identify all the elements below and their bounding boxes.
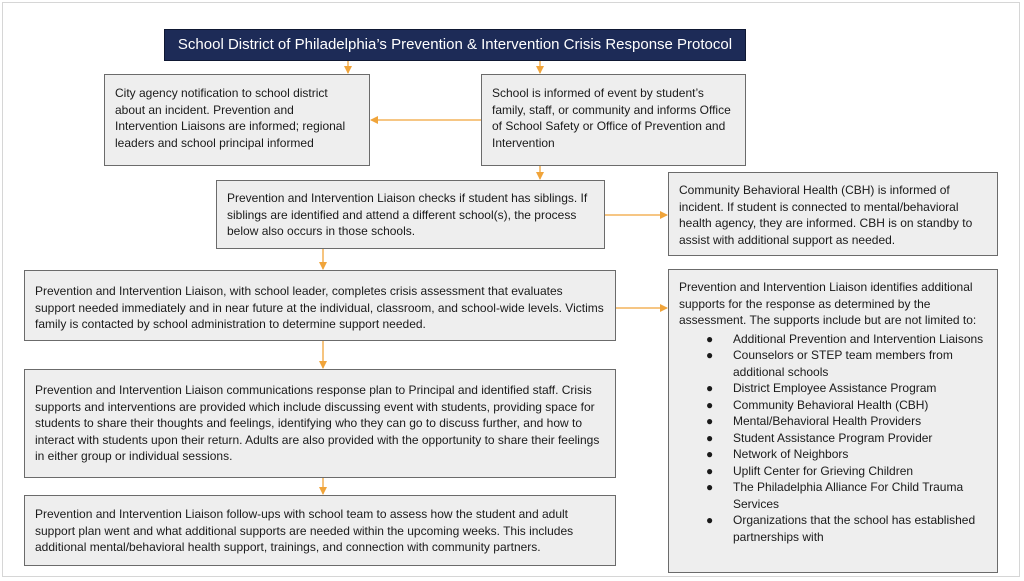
city-notification-text: City agency notification to school distr… bbox=[115, 86, 346, 150]
bullet-icon: ● bbox=[706, 397, 714, 412]
bullet-icon: ● bbox=[706, 414, 714, 428]
bullet-icon: ● bbox=[706, 513, 714, 527]
bullet-icon: ● bbox=[706, 331, 714, 346]
diagram-title: School District of Philadelphia’s Preven… bbox=[164, 29, 746, 61]
response-plan-text: Prevention and Intervention Liaison comm… bbox=[35, 383, 600, 463]
support-item: ●The Philadelphia Alliance For Child Tra… bbox=[706, 480, 964, 511]
school-informed-box: School is informed of event by student’s… bbox=[481, 74, 746, 166]
bullet-icon: ● bbox=[706, 447, 714, 461]
support-item: ●District Employee Assistance Program bbox=[706, 381, 937, 395]
support-item: ●Uplift Center for Grieving Children bbox=[706, 463, 914, 478]
cbh-informed-text: Community Behavioral Health (CBH) is inf… bbox=[679, 183, 973, 247]
support-item: ●Additional Prevention and Intervention … bbox=[706, 331, 984, 346]
sibling-check-text: Prevention and Intervention Liaison chec… bbox=[227, 191, 588, 238]
cbh-informed-box: Community Behavioral Health (CBH) is inf… bbox=[668, 172, 998, 256]
support-item: ●Mental/Behavioral Health Providers bbox=[706, 414, 922, 428]
crisis-assessment-text: Prevention and Intervention Liaison, wit… bbox=[35, 284, 604, 331]
support-item: ●Student Assistance Program Provider bbox=[706, 430, 933, 445]
crisis-assessment-box: Prevention and Intervention Liaison, wit… bbox=[24, 270, 616, 341]
school-informed-text: School is informed of event by student’s… bbox=[492, 86, 731, 150]
city-notification-box: City agency notification to school distr… bbox=[104, 74, 370, 166]
support-item: ●Organizations that the school has estab… bbox=[706, 513, 976, 544]
bullet-icon: ● bbox=[706, 480, 714, 494]
bullet-icon: ● bbox=[706, 348, 714, 362]
supports-list: ●Additional Prevention and Intervention … bbox=[679, 331, 987, 546]
bullet-icon: ● bbox=[706, 381, 714, 395]
bullet-icon: ● bbox=[706, 463, 714, 478]
additional-supports-box: Prevention and Intervention Liaison iden… bbox=[668, 269, 998, 573]
support-item: ●Community Behavioral Health (CBH) bbox=[706, 397, 929, 412]
response-plan-box: Prevention and Intervention Liaison comm… bbox=[24, 369, 616, 478]
support-item: ●Counselors or STEP team members from ad… bbox=[706, 348, 953, 379]
follow-up-box: Prevention and Intervention Liaison foll… bbox=[24, 495, 616, 566]
follow-up-text: Prevention and Intervention Liaison foll… bbox=[35, 507, 574, 554]
support-item: ●Network of Neighbors bbox=[706, 447, 849, 461]
sibling-check-box: Prevention and Intervention Liaison chec… bbox=[216, 180, 605, 249]
bullet-icon: ● bbox=[706, 430, 714, 445]
supports-intro-text: Prevention and Intervention Liaison iden… bbox=[679, 280, 977, 327]
